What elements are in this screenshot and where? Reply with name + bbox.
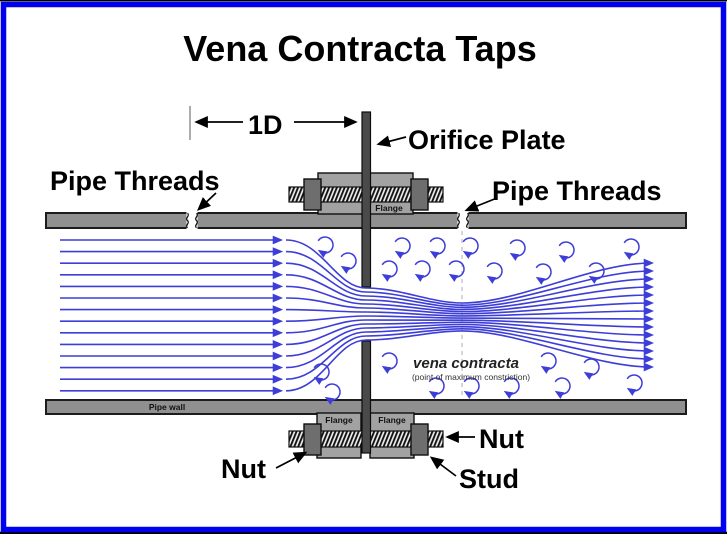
vena-contracta-sublabel: (point of maximum constriction) [412,372,530,382]
pipe-wall-label: Pipe wall [149,402,185,412]
diagram-title: Vena Contracta Taps [183,28,536,69]
orifice-plate [361,111,372,454]
stud-label: Stud [459,464,519,494]
nut-bottom-left [303,423,322,456]
orifice-plate-leader-arrow [376,135,407,148]
flow-streamlines [60,235,655,396]
dimension-1d-label: 1D [248,110,283,140]
pipe-thread-break-left [186,211,198,230]
nut-top-right [410,178,429,211]
pipe-threads-right-leader-arrow [464,197,498,212]
flange-bottom-right-label: Flange [378,415,406,425]
flange-bottom-left-label: Flange [325,415,353,425]
nut-left-leader-arrow [275,451,308,469]
nut-top-left [303,178,322,211]
flange-top-label: Flange [375,203,403,213]
nut-bottom-right [410,423,429,456]
pipe-threads-left-leader-arrow [197,192,217,211]
nut-left-label: Nut [221,454,266,484]
vena-contracta-label: vena contracta [413,355,519,372]
dimension-1d: 1D [189,106,358,140]
orifice-plate-label: Orifice Plate [408,125,566,155]
pipe-thread-break-right [457,211,469,230]
nut-right-label: Nut [479,424,524,454]
stud-leader-arrow [429,456,457,477]
pipe-threads-left-label: Pipe Threads [50,166,220,196]
pipe-threads-right-label: Pipe Threads [492,176,662,206]
